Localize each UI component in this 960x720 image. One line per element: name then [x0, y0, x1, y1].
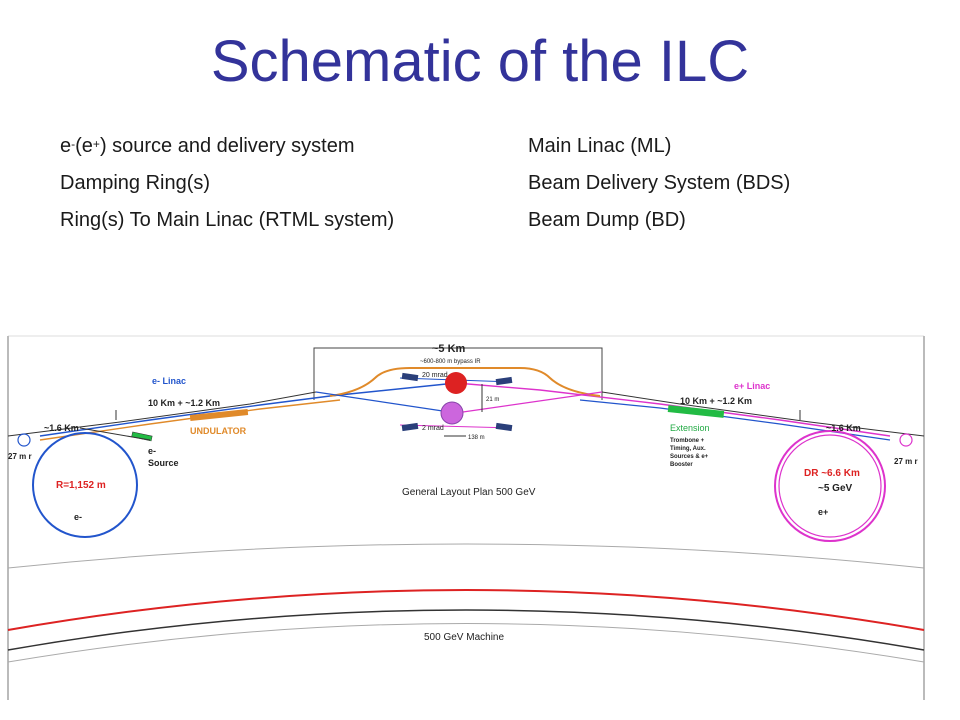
undulator-label: UNDULATOR [190, 426, 247, 436]
eplus-ring-label: e+ [818, 507, 828, 517]
bypass-line [329, 367, 601, 397]
list-item-source: e-(e+) source and delivery system [60, 135, 355, 157]
list-item-rtml: Ring(s) To Main Linac (RTML system) [60, 209, 395, 231]
extension-detail-3: Sources & e+ [670, 454, 709, 460]
ip-20mrad [445, 372, 467, 394]
ir-box [313, 347, 603, 400]
source-connector [79, 427, 151, 441]
magnet-2 [495, 376, 513, 386]
electron-linac-line [39, 382, 457, 437]
ir-length-label: ~5 Km [432, 343, 466, 355]
magnet-3 [401, 422, 419, 432]
positron-damping-ring [774, 430, 886, 542]
list-item-damping: Damping Ring(s) [60, 172, 211, 194]
source-label-1: e- [148, 446, 156, 456]
electron-damping-ring [32, 432, 138, 538]
arc-bottom-grey [7, 623, 925, 663]
gev5-label: ~5 GeV [818, 483, 853, 494]
arc-top-grey [7, 543, 925, 569]
extension-detail-1: Trombone + [670, 438, 705, 444]
r27-right-label: 27 m r [894, 457, 918, 466]
left-outer-line [7, 391, 317, 437]
ir-cross-2 [455, 391, 603, 414]
extension-bar [667, 405, 725, 418]
positron-damping-ring-inner [778, 434, 882, 538]
mrad20-label: 20 mrad [422, 372, 448, 379]
small-ring-right [899, 433, 913, 447]
eminus-linac-label: e- Linac [152, 376, 186, 386]
right-outer-line [601, 391, 925, 437]
ir-line-lower [399, 424, 513, 429]
positron-linac-line [455, 382, 891, 437]
eminus-ring-label: e- [74, 512, 82, 522]
mrad2-label: 2 mrad [422, 425, 444, 432]
magnet-4 [495, 422, 513, 432]
undulator-bar [189, 408, 249, 422]
ir-cross-1 [315, 391, 457, 414]
list-item-bds: Beam Delivery System (BDS) [528, 172, 791, 194]
magnet-1 [401, 372, 419, 382]
km16-right-label: ~1.6 Km [826, 423, 861, 433]
layout-plan-label: General Layout Plan 500 GeV [402, 487, 536, 498]
dist138-label: 138 m [468, 435, 485, 441]
dist21-label: 21 m [486, 397, 499, 403]
extension-label: Extension [670, 423, 710, 433]
linac-length-right: 10 Km + ~1.2 Km [680, 396, 752, 406]
positron-blue-line [579, 399, 891, 441]
linac-length-left: 10 Km + ~1.2 Km [148, 398, 220, 408]
page-title: Schematic of the ILC [210, 29, 750, 94]
component-list-right: Main Linac (ML) Beam Delivery System (BD… [528, 128, 790, 239]
component-list-left: e-(e+) source and delivery system Dampin… [60, 128, 394, 239]
extension-detail-2: Timing, Aux. [670, 446, 706, 452]
bypass-label: ~600-800 m bypass IR [420, 359, 481, 365]
list-item-main-linac: Main Linac (ML) [528, 135, 672, 157]
small-ring-left [17, 433, 31, 447]
eplus-linac-label: e+ Linac [734, 381, 770, 391]
source-label-2: Source [148, 458, 179, 468]
ip-2mrad [440, 401, 464, 425]
machine-label: 500 GeV Machine [424, 632, 504, 643]
km16-left-label: ~1.6 Km [44, 423, 79, 433]
dr-label: DR ~6.6 Km [804, 468, 860, 479]
r1152-label: R=1,152 m [56, 480, 106, 491]
arc-red [7, 589, 925, 631]
extension-detail-4: Booster [670, 462, 693, 468]
arc-black [7, 609, 925, 651]
r27-left-label: 27 m r [8, 452, 32, 461]
list-item-beam-dump: Beam Dump (BD) [528, 209, 686, 231]
